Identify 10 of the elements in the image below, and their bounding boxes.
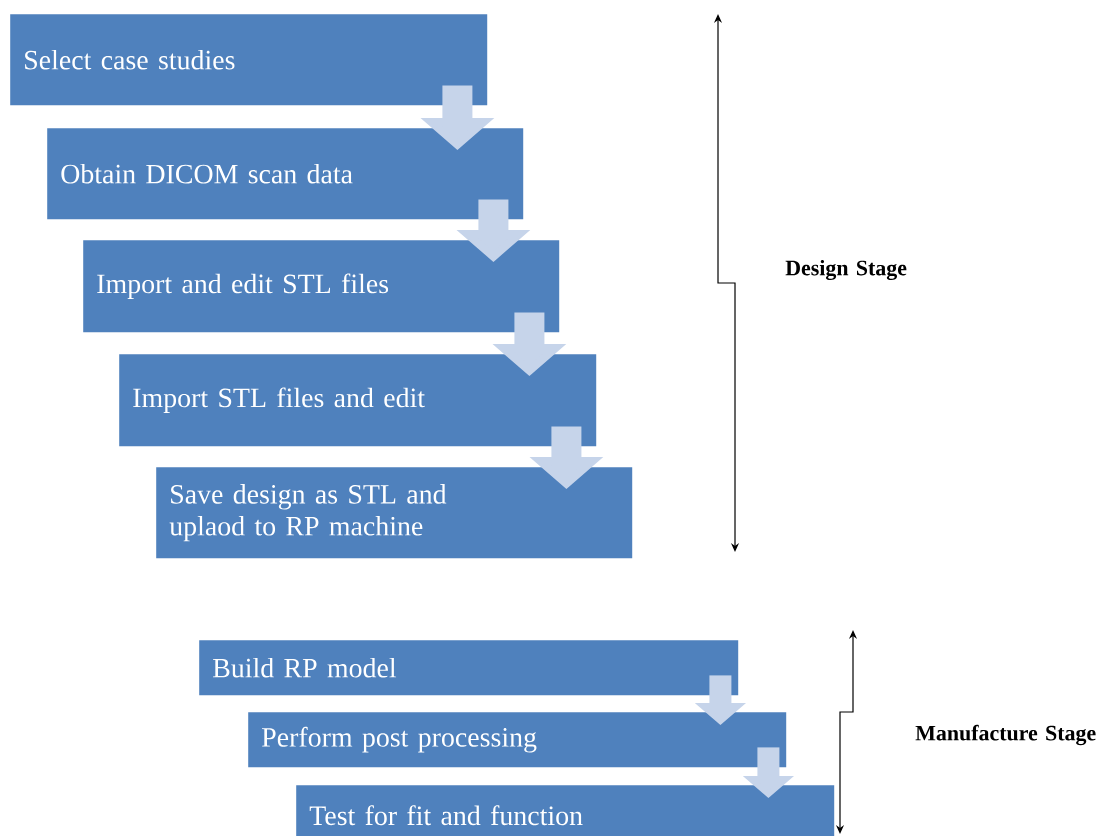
process-box: Perform post processing [248,712,787,768]
process-box: Build RP model [199,640,739,696]
process-box: Save design as STL and uplaod to RP machine [156,467,633,559]
process-box: Select case studies [10,14,488,106]
stage-label: Manufacture Stage [915,724,1096,746]
process-box: Import STL files and edit [119,354,597,447]
process-box: Import and edit STL files [83,240,560,333]
process-box: Test for fit and function [296,785,835,836]
process-box: Obtain DICOM scan data [47,128,524,220]
stage-label: Design Stage [785,260,907,281]
